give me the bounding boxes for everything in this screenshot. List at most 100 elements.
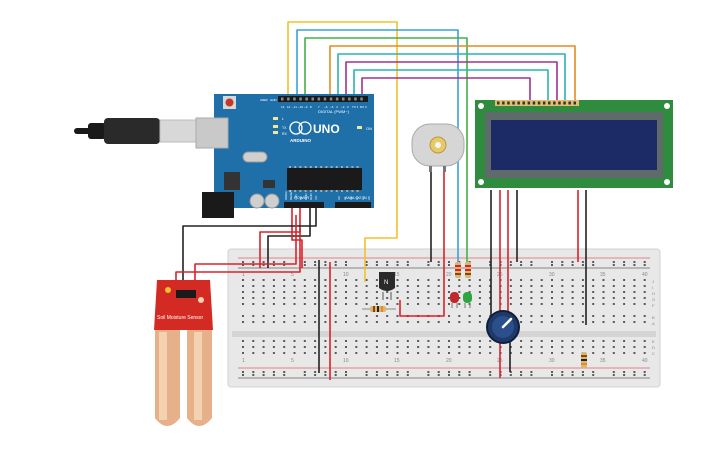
bb-hole — [272, 264, 275, 266]
bb-hole — [386, 346, 389, 348]
bb-hole — [520, 303, 523, 305]
bb-hole — [623, 285, 626, 287]
header-pin — [281, 97, 284, 101]
bb-hole — [437, 291, 440, 293]
header-pin — [323, 97, 327, 101]
bb-hole — [396, 303, 399, 305]
bb-hole — [561, 371, 564, 373]
bb-hole — [427, 297, 430, 299]
bb-hole — [612, 264, 615, 266]
bb-hole — [365, 315, 368, 317]
bb-hole — [406, 261, 409, 263]
bb-hole — [602, 315, 605, 317]
header-pin — [329, 97, 333, 101]
bb-num: 30 — [549, 272, 555, 278]
bb-hole — [489, 374, 492, 376]
bb-hole — [242, 340, 244, 342]
chip-pin — [309, 166, 312, 168]
bb-hole — [571, 261, 574, 263]
header-pin — [299, 97, 302, 101]
bb-hole — [612, 261, 615, 263]
bb-hole — [252, 321, 255, 323]
bb-hole — [427, 340, 430, 342]
bb-hole — [355, 352, 358, 354]
bb-hole — [520, 315, 523, 317]
bb-hole — [396, 297, 399, 299]
bb-hole — [324, 374, 327, 376]
bb-hole — [540, 285, 543, 287]
bb-hole — [386, 315, 389, 317]
bb-hole — [406, 374, 409, 376]
bb-hole — [561, 261, 564, 263]
digital-pin-labels: 13 12 ~11 ~10 ~9 8 7 ~6 ~5 4 ~3 2 TX 1 R… — [281, 105, 367, 109]
bb-hole — [262, 346, 265, 348]
bb-hole — [540, 352, 543, 354]
bb-hole — [561, 285, 564, 287]
lcd-pin — [553, 101, 556, 105]
wire-red-motor — [399, 170, 445, 317]
bb-hole — [324, 321, 327, 323]
bb-hole — [592, 371, 595, 373]
bb-hole — [334, 346, 337, 348]
bb-hole — [540, 315, 543, 317]
bb-hole — [427, 374, 430, 376]
bb-hole — [375, 303, 378, 305]
bb-hole — [252, 279, 255, 281]
bb-hole — [396, 279, 399, 281]
bb-hole — [602, 285, 605, 287]
bb-hole — [314, 315, 317, 317]
bb-hole — [437, 264, 440, 266]
bb-hole — [375, 352, 378, 354]
bb-hole — [303, 340, 306, 342]
bb-hole — [581, 321, 584, 323]
bb-hole — [612, 279, 615, 281]
bb-hole — [623, 371, 626, 373]
chip-pin — [309, 190, 312, 192]
bb-hole — [242, 371, 244, 373]
bb-hole — [520, 321, 523, 323]
bb-hole — [581, 371, 584, 373]
bb-hole — [272, 346, 275, 348]
bb-hole — [324, 371, 327, 373]
bb-hole — [468, 285, 471, 287]
bb-hole — [448, 374, 450, 376]
bb-hole — [252, 285, 255, 287]
wire-green-top — [304, 37, 468, 268]
bb-hole — [293, 315, 296, 317]
bb-hole — [334, 285, 337, 287]
bb-hole — [252, 264, 255, 266]
bb-hole — [530, 264, 533, 266]
bb-hole — [643, 303, 646, 305]
bb-hole — [355, 291, 358, 293]
bb-hole — [252, 297, 255, 299]
bb-hole — [324, 297, 327, 299]
bb-hole — [272, 371, 275, 373]
chip-pin — [351, 190, 354, 192]
bb-hole — [365, 340, 368, 342]
bb-hole — [581, 291, 584, 293]
bb-hole — [283, 371, 286, 373]
bb-hole — [375, 315, 378, 317]
header-pin — [348, 97, 351, 101]
bb-hole — [458, 346, 461, 348]
bb-hole — [561, 264, 564, 266]
bb-hole — [262, 340, 265, 342]
pin-label: A1 — [343, 196, 347, 200]
bb-hole — [458, 371, 461, 373]
bb-hole — [489, 340, 492, 342]
chip-pin — [356, 166, 359, 168]
bb-hole — [437, 261, 440, 263]
bb-hole — [623, 374, 626, 376]
bb-hole — [427, 303, 430, 305]
bb-hole — [520, 352, 523, 354]
pin-label: ~10 — [298, 105, 303, 109]
bb-hole — [293, 279, 296, 281]
bb-num: 35 — [600, 358, 606, 364]
gnd-label: GND — [270, 98, 278, 102]
chip-pin — [351, 166, 354, 168]
bb-hole — [272, 315, 275, 317]
chip-pin — [346, 166, 349, 168]
pin-label: RX 0 — [360, 105, 367, 109]
bb-hole — [530, 303, 533, 305]
bb-hole — [551, 321, 553, 323]
